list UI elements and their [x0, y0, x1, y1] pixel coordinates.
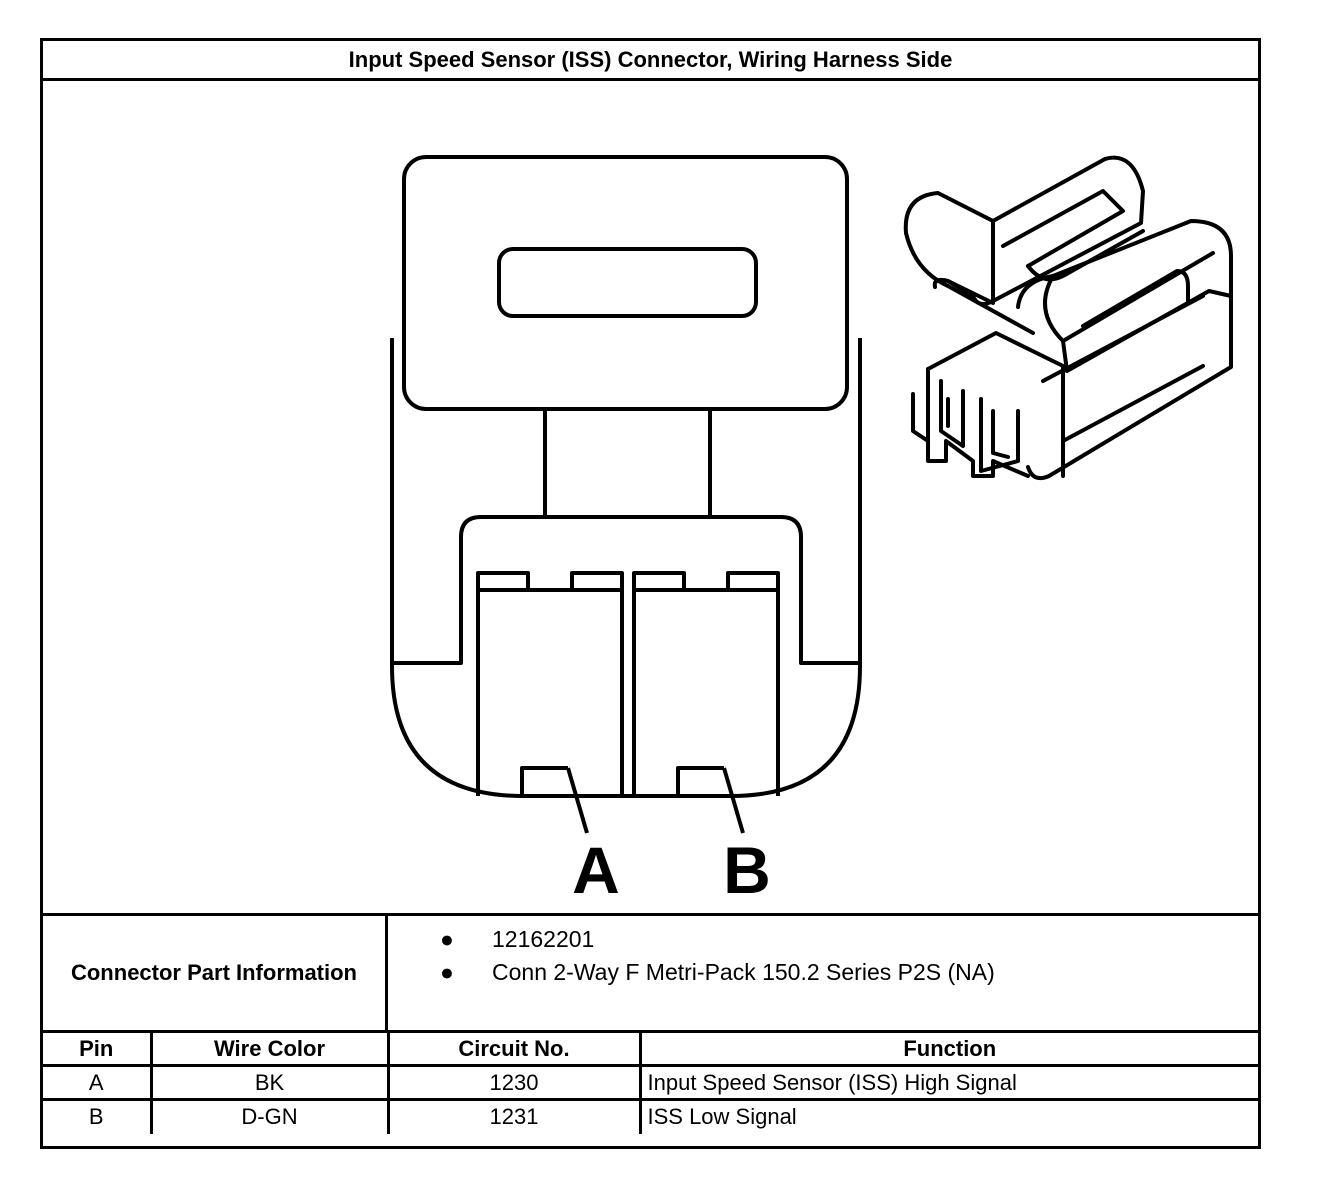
connector-part-information-list: ● 12162201 ● Conn 2-Way F Metri-Pack 150.2…: [388, 916, 1258, 1030]
cavity-b: [632, 571, 780, 796]
part-item: ● 12162201: [440, 926, 594, 953]
connector-part-information-label: Connector Part Information: [43, 916, 388, 1030]
part-item: ● Conn 2-Way F Metri-Pack 150.2 Series P2…: [440, 959, 995, 986]
connector-drawing: A B: [43, 81, 1258, 913]
bullet-icon: ●: [440, 926, 454, 952]
tab-slot: [497, 247, 758, 318]
header-circuit-no: Circuit No.: [386, 1030, 642, 1067]
connector-sheet: Input Speed Sensor (ISS) Connector, Wiri…: [40, 38, 1261, 1149]
part-description: Conn 2-Way F Metri-Pack 150.2 Series P2S…: [492, 959, 995, 985]
pin-label-a: A: [572, 833, 620, 907]
header-function: Function: [638, 1030, 1258, 1067]
leader-a: [566, 767, 589, 834]
cell-wire-color: D-GN: [149, 1098, 390, 1134]
pin-table: Pin Wire Color Circuit No. Function A BK…: [43, 1030, 1258, 1134]
page-title: Input Speed Sensor (ISS) Connector, Wiri…: [43, 41, 1258, 81]
cavity-a: [476, 571, 624, 796]
cell-function: Input Speed Sensor (ISS) High Signal: [638, 1064, 1258, 1101]
connector-part-information-row: Connector Part Information ● 12162201 ● Co…: [43, 913, 1258, 1030]
table-row: A BK 1230 Input Speed Sensor (ISS) High …: [43, 1064, 1258, 1101]
cell-circuit-no: 1231: [386, 1098, 642, 1134]
header-wire-color: Wire Color: [149, 1030, 390, 1067]
terminal-housing: [392, 515, 860, 665]
header-pin: Pin: [43, 1030, 153, 1067]
connector-diagram: A B: [390, 155, 1233, 907]
pin-label-b: B: [723, 833, 771, 907]
pin-table-header: Pin Wire Color Circuit No. Function: [43, 1030, 1258, 1067]
table-row: B D-GN 1231 ISS Low Signal: [43, 1098, 1258, 1134]
part-number: 12162201: [492, 926, 595, 952]
cell-function: ISS Low Signal: [638, 1098, 1258, 1134]
bullet-icon: ●: [440, 959, 454, 985]
locking-tab: [402, 155, 849, 411]
cell-wire-color: BK: [149, 1064, 390, 1101]
cell-pin: B: [43, 1098, 153, 1134]
connector-body-outline: [390, 338, 862, 798]
connector-isometric-view: [903, 155, 1233, 481]
cell-pin: A: [43, 1064, 153, 1101]
cell-circuit-no: 1230: [386, 1064, 642, 1101]
leader-b: [722, 767, 745, 834]
